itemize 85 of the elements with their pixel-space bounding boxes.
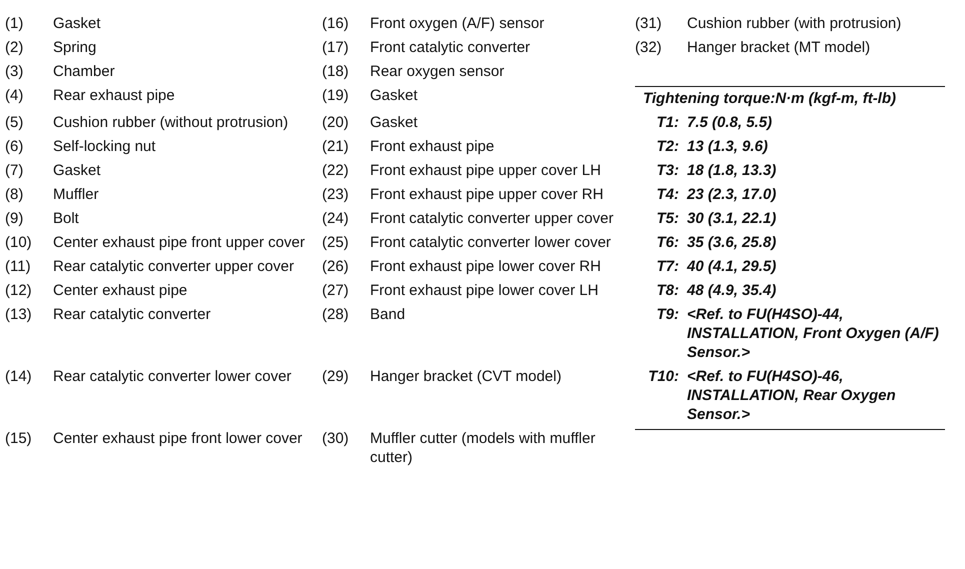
part-number: (31) xyxy=(635,14,662,33)
torque-value: 7.5 (0.8, 5.5) xyxy=(687,113,772,132)
part-number: (24) xyxy=(322,209,349,228)
part-number: (10) xyxy=(5,233,32,252)
part-name: Front exhaust pipe upper cover LH xyxy=(370,161,601,180)
part-name: Chamber xyxy=(53,62,115,81)
part-name: Rear catalytic converter lower cover xyxy=(53,367,292,386)
part-name: Front exhaust pipe upper cover RH xyxy=(370,185,604,204)
part-number: (9) xyxy=(5,209,24,228)
part-name: Front catalytic converter xyxy=(370,38,530,57)
part-number: (19) xyxy=(322,86,349,105)
part-number: (18) xyxy=(322,62,349,81)
torque-key: T8: xyxy=(656,281,679,300)
part-number: (25) xyxy=(322,233,349,252)
part-name: Cushion rubber (without protrusion) xyxy=(53,113,288,132)
part-name: Front oxygen (A/F) sensor xyxy=(370,14,544,33)
part-name: Hanger bracket (CVT model) xyxy=(370,367,562,386)
part-name: Band xyxy=(370,305,406,324)
part-number: (13) xyxy=(5,305,32,324)
part-name: Muffler cutter (models with muffler cutter) xyxy=(370,429,596,467)
torque-value: 30 (3.1, 22.1) xyxy=(687,209,776,228)
part-number: (28) xyxy=(322,305,349,324)
part-number: (23) xyxy=(322,185,349,204)
torque-value: <Ref. to FU(H4SO)-46, INSTALLATION, Rear Oxygen Sensor.> xyxy=(687,367,897,424)
part-name: Rear oxygen sensor xyxy=(370,62,504,81)
table-heading: Tightening torque:N·m (kgf-m, ft-lb) xyxy=(643,89,896,108)
torque-key: T3: xyxy=(656,161,679,180)
part-number: (5) xyxy=(5,113,24,132)
torque-key: T6: xyxy=(656,233,679,252)
part-number: (30) xyxy=(322,429,349,448)
part-name: Front catalytic converter lower cover xyxy=(370,233,611,252)
part-name: Rear catalytic converter xyxy=(53,305,211,324)
part-name: Front exhaust pipe lower cover LH xyxy=(370,281,598,300)
part-name: Center exhaust pipe front upper cover xyxy=(53,233,305,252)
part-name: Gasket xyxy=(53,14,101,33)
part-name: Rear exhaust pipe xyxy=(53,86,175,105)
part-number: (1) xyxy=(5,14,24,33)
part-name: Gasket xyxy=(370,86,418,105)
part-name: Gasket xyxy=(370,113,418,132)
torque-value: 40 (4.1, 29.5) xyxy=(687,257,776,276)
torque-value: 13 (1.3, 9.6) xyxy=(687,137,768,156)
part-name: Gasket xyxy=(53,161,101,180)
part-number: (15) xyxy=(5,429,32,448)
torque-key: T7: xyxy=(656,257,679,276)
part-name: Front catalytic converter upper cover xyxy=(370,209,614,228)
part-name: Rear catalytic converter upper cover xyxy=(53,257,294,276)
part-name: Front exhaust pipe xyxy=(370,137,494,156)
part-name: Self-locking nut xyxy=(53,137,156,156)
torque-value: <Ref. to FU(H4SO)-44, INSTALLATION, Front Oxygen (A/F) Sensor.> xyxy=(687,305,940,362)
part-number: (3) xyxy=(5,62,24,81)
part-number: (11) xyxy=(5,257,31,276)
part-number: (12) xyxy=(5,281,32,300)
part-number: (7) xyxy=(5,161,24,180)
part-name: Front exhaust pipe lower cover RH xyxy=(370,257,601,276)
part-number: (17) xyxy=(322,38,349,57)
part-number: (2) xyxy=(5,38,24,57)
torque-key: T1: xyxy=(656,113,679,132)
part-number: (20) xyxy=(322,113,349,132)
part-name: Center exhaust pipe xyxy=(53,281,188,300)
part-number: (4) xyxy=(5,86,24,105)
part-number: (8) xyxy=(5,185,24,204)
torque-value: 18 (1.8, 13.3) xyxy=(687,161,776,180)
part-number: (32) xyxy=(635,38,662,57)
part-number: (14) xyxy=(5,367,32,386)
part-number: (21) xyxy=(322,137,349,156)
torque-key: T2: xyxy=(656,137,679,156)
torque-key: T9: xyxy=(656,305,679,324)
part-name: Muffler xyxy=(53,185,99,204)
torque-key: T5: xyxy=(656,209,679,228)
part-number: (26) xyxy=(322,257,349,276)
part-name: Cushion rubber (with protrusion) xyxy=(687,14,902,33)
torque-key: T4: xyxy=(656,185,679,204)
torque-value: 35 (3.6, 25.8) xyxy=(687,233,776,252)
torque-value: 48 (4.9, 35.4) xyxy=(687,281,776,300)
torque-key: T10: xyxy=(648,367,679,386)
part-number: (16) xyxy=(322,14,349,33)
part-name: Hanger bracket (MT model) xyxy=(687,38,870,57)
torque-value: 23 (2.3, 17.0) xyxy=(687,185,776,204)
part-name: Bolt xyxy=(53,209,79,228)
part-number: (27) xyxy=(322,281,349,300)
part-number: (22) xyxy=(322,161,349,180)
part-number: (6) xyxy=(5,137,24,156)
part-name: Center exhaust pipe front lower cover xyxy=(53,429,302,448)
part-name: Spring xyxy=(53,38,96,57)
part-number: (29) xyxy=(322,367,349,386)
